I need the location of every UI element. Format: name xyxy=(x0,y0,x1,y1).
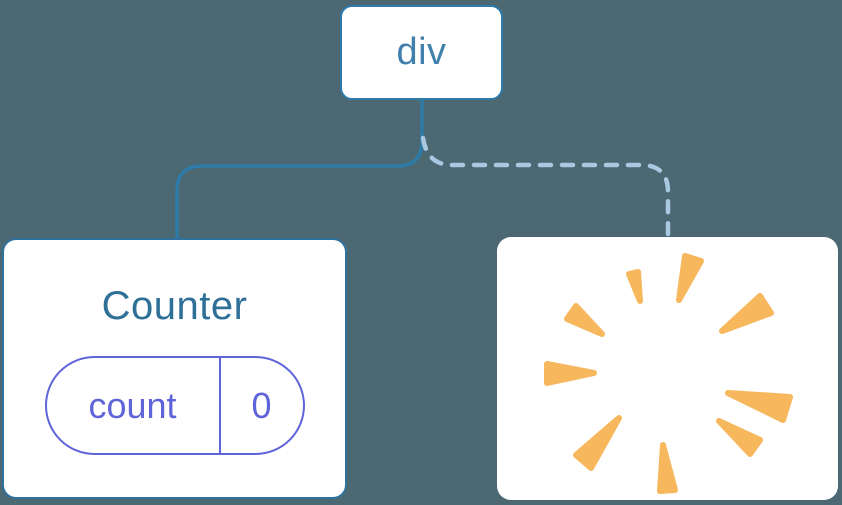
edge-solid-to-counter xyxy=(175,100,424,238)
counter-title: Counter xyxy=(101,284,248,328)
state-pill-key-cell: count xyxy=(47,358,219,453)
poof-ray xyxy=(716,418,763,457)
poof-ray xyxy=(573,415,622,471)
poof-ray xyxy=(725,390,793,423)
poof-ray xyxy=(657,442,678,494)
state-pill-value: 0 xyxy=(251,384,272,426)
node-div-label: div xyxy=(396,31,447,73)
poof-ray xyxy=(544,361,597,386)
node-removed xyxy=(497,237,838,500)
poof-ray xyxy=(719,293,774,334)
poof-ray xyxy=(626,269,643,304)
poof-ray xyxy=(676,253,704,303)
node-counter: Counter count 0 xyxy=(2,238,347,499)
state-pill: count 0 xyxy=(44,356,305,455)
poof-ray xyxy=(564,303,605,337)
edge-dashed-to-removed xyxy=(420,135,671,237)
node-div: div xyxy=(340,5,503,100)
state-pill-value-cell: 0 xyxy=(218,358,303,453)
poof-starburst-icon xyxy=(544,253,793,494)
state-pill-key: count xyxy=(88,384,177,426)
